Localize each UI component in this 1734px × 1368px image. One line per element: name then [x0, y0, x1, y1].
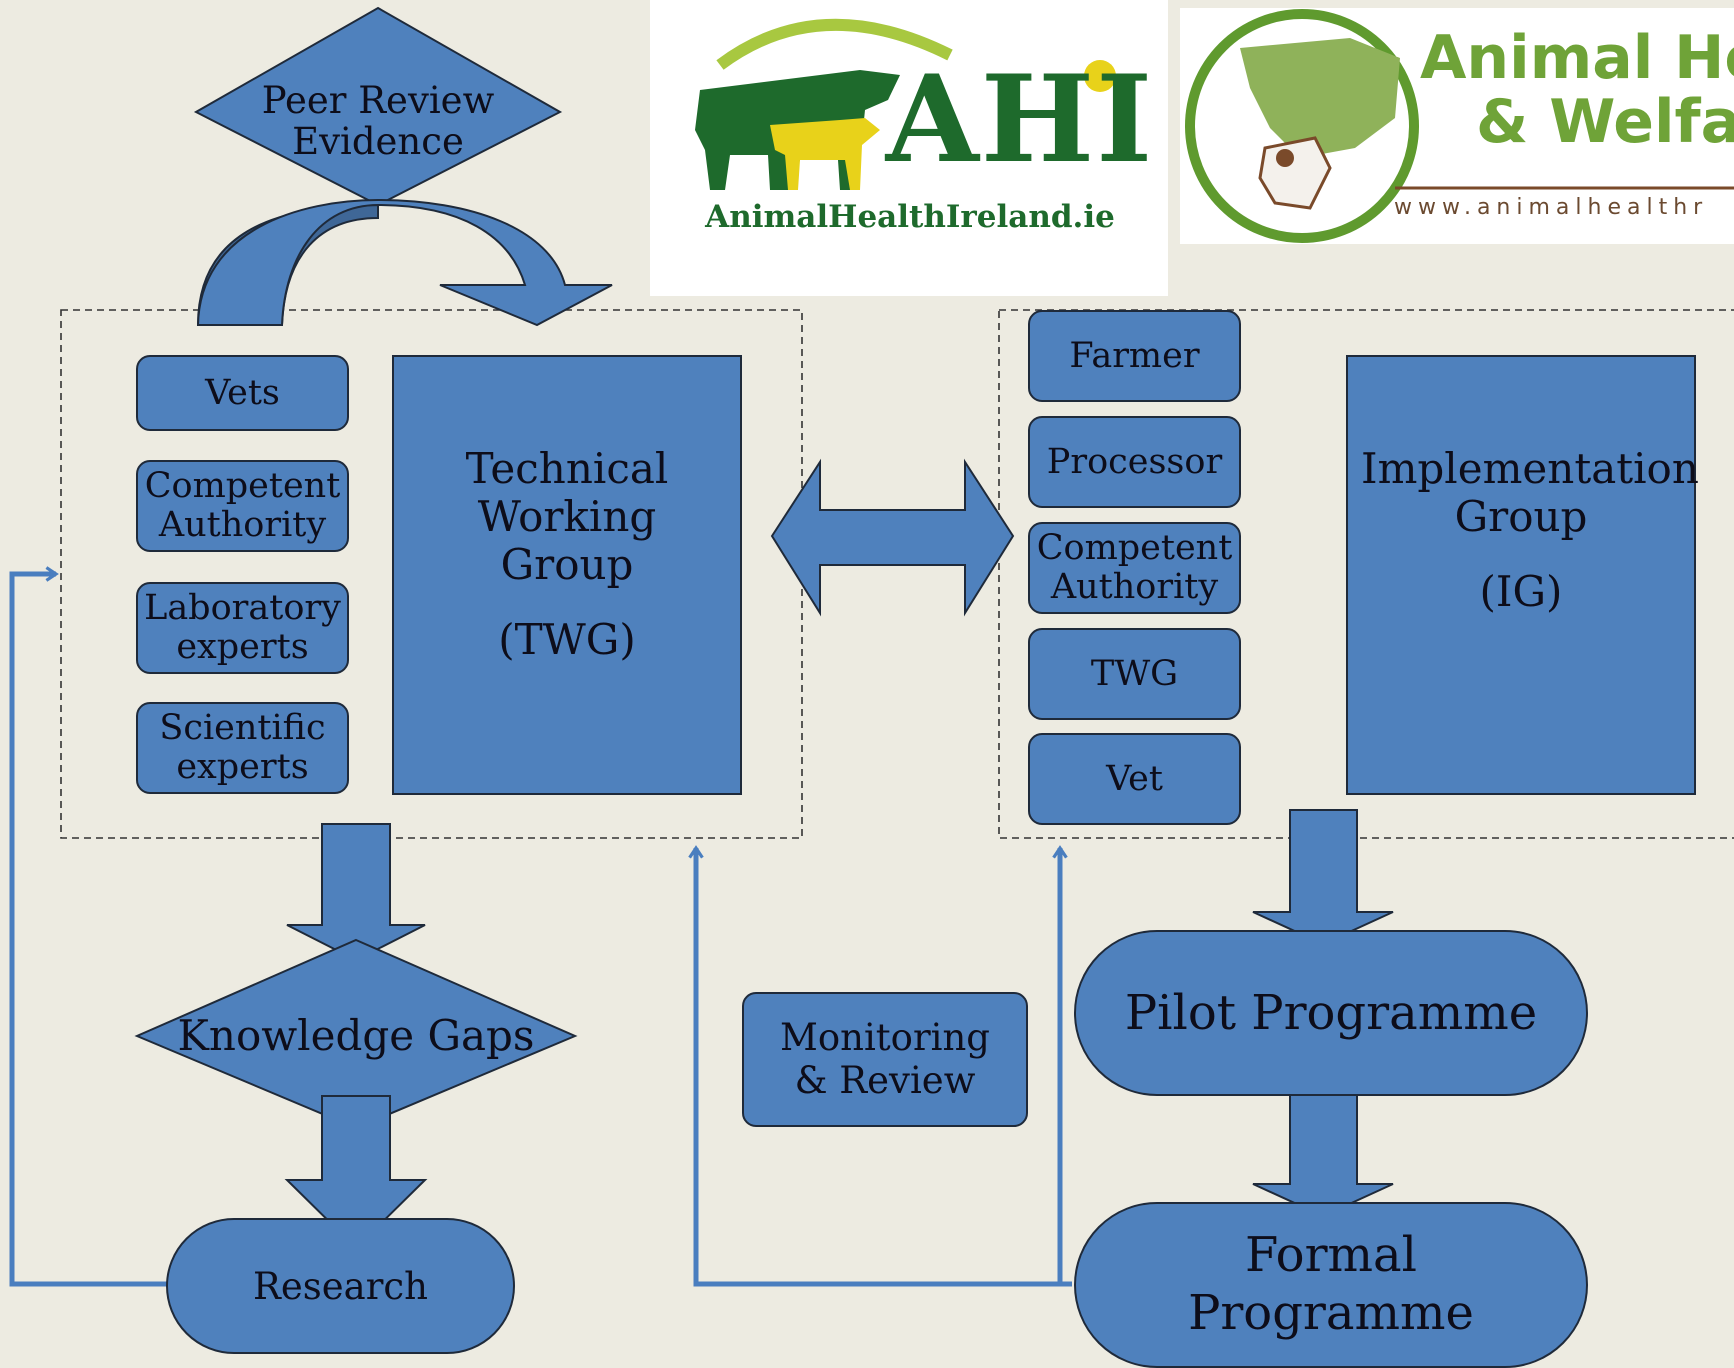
down-arrow-knowledge [286, 823, 426, 962]
down-arrow-research [284, 1095, 428, 1250]
ig-member-twg: TWG [1028, 628, 1241, 720]
twg-member-vets: Vets [136, 355, 349, 431]
twg-abbr: (TWG) [498, 614, 636, 664]
monitoring-review-node: Monitoring & Review [742, 992, 1028, 1127]
ahw-title-line1: Animal Hea [1420, 23, 1734, 93]
ahw-logo: Animal Hea & Welfar www.animalhealthr [1180, 8, 1734, 244]
formal-to-twg-line [688, 845, 1072, 1287]
research-node: Research [166, 1218, 515, 1354]
knowledge-gaps-label: Knowledge Gaps [177, 1011, 535, 1060]
ig-title: Implementation Group [1361, 444, 1699, 541]
curved-arrow-head [196, 198, 613, 327]
peer-review-label: Peer Review Evidence [261, 79, 495, 164]
ahw-title-line2: & Welfar [1476, 87, 1734, 157]
twg-box: Technical Working Group (TWG) [392, 355, 742, 795]
down-arrow-pilot [1252, 809, 1394, 946]
ig-group-frame [998, 309, 1734, 839]
ahi-mark: AHI [885, 49, 1155, 190]
twg-group-frame [60, 309, 803, 839]
ahw-url: www.animalhealthr [1394, 195, 1709, 220]
ig-member-processor: Processor [1028, 416, 1241, 508]
twg-member-scientific-experts: Scientific experts [136, 702, 349, 794]
twg-title: Technical Working Group [465, 444, 669, 589]
ig-member-farmer: Farmer [1028, 310, 1241, 402]
double-arrow [770, 458, 1015, 617]
ig-member-competent-authority: Competent Authority [1028, 522, 1241, 614]
formal-programme-node: Formal Programme [1074, 1202, 1588, 1368]
twg-member-laboratory-experts: Laboratory experts [136, 582, 349, 674]
twg-member-competent-authority: Competent Authority [136, 460, 349, 552]
ahi-logo: AHI AnimalHealthIreland.ie [650, 0, 1168, 296]
ig-box: Implementation Group (IG) [1346, 355, 1699, 795]
ahi-site-text: AnimalHealthIreland.ie [705, 199, 1115, 235]
ig-abbr: (IG) [1479, 566, 1563, 616]
research-feedback-line [9, 566, 168, 1287]
pilot-programme-node: Pilot Programme [1074, 930, 1588, 1096]
ahi-cattle-icon [695, 18, 1116, 190]
ig-member-vet: Vet [1028, 733, 1241, 825]
ahw-cow-icon [1185, 9, 1734, 243]
